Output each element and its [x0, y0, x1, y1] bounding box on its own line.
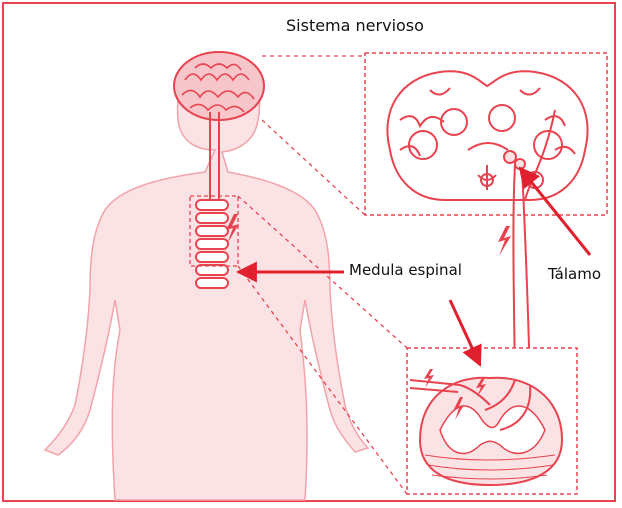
- brain-inset-box: [365, 53, 607, 215]
- brain-icon: [174, 52, 264, 120]
- lightning-bolt-icon: [498, 226, 511, 256]
- spinal-column-icon: [196, 200, 228, 288]
- diagram-title: Sistema nervioso: [286, 16, 424, 35]
- label-thalamus: Tálamo: [548, 265, 601, 283]
- label-spinal-cord: Medula espinal: [349, 261, 462, 279]
